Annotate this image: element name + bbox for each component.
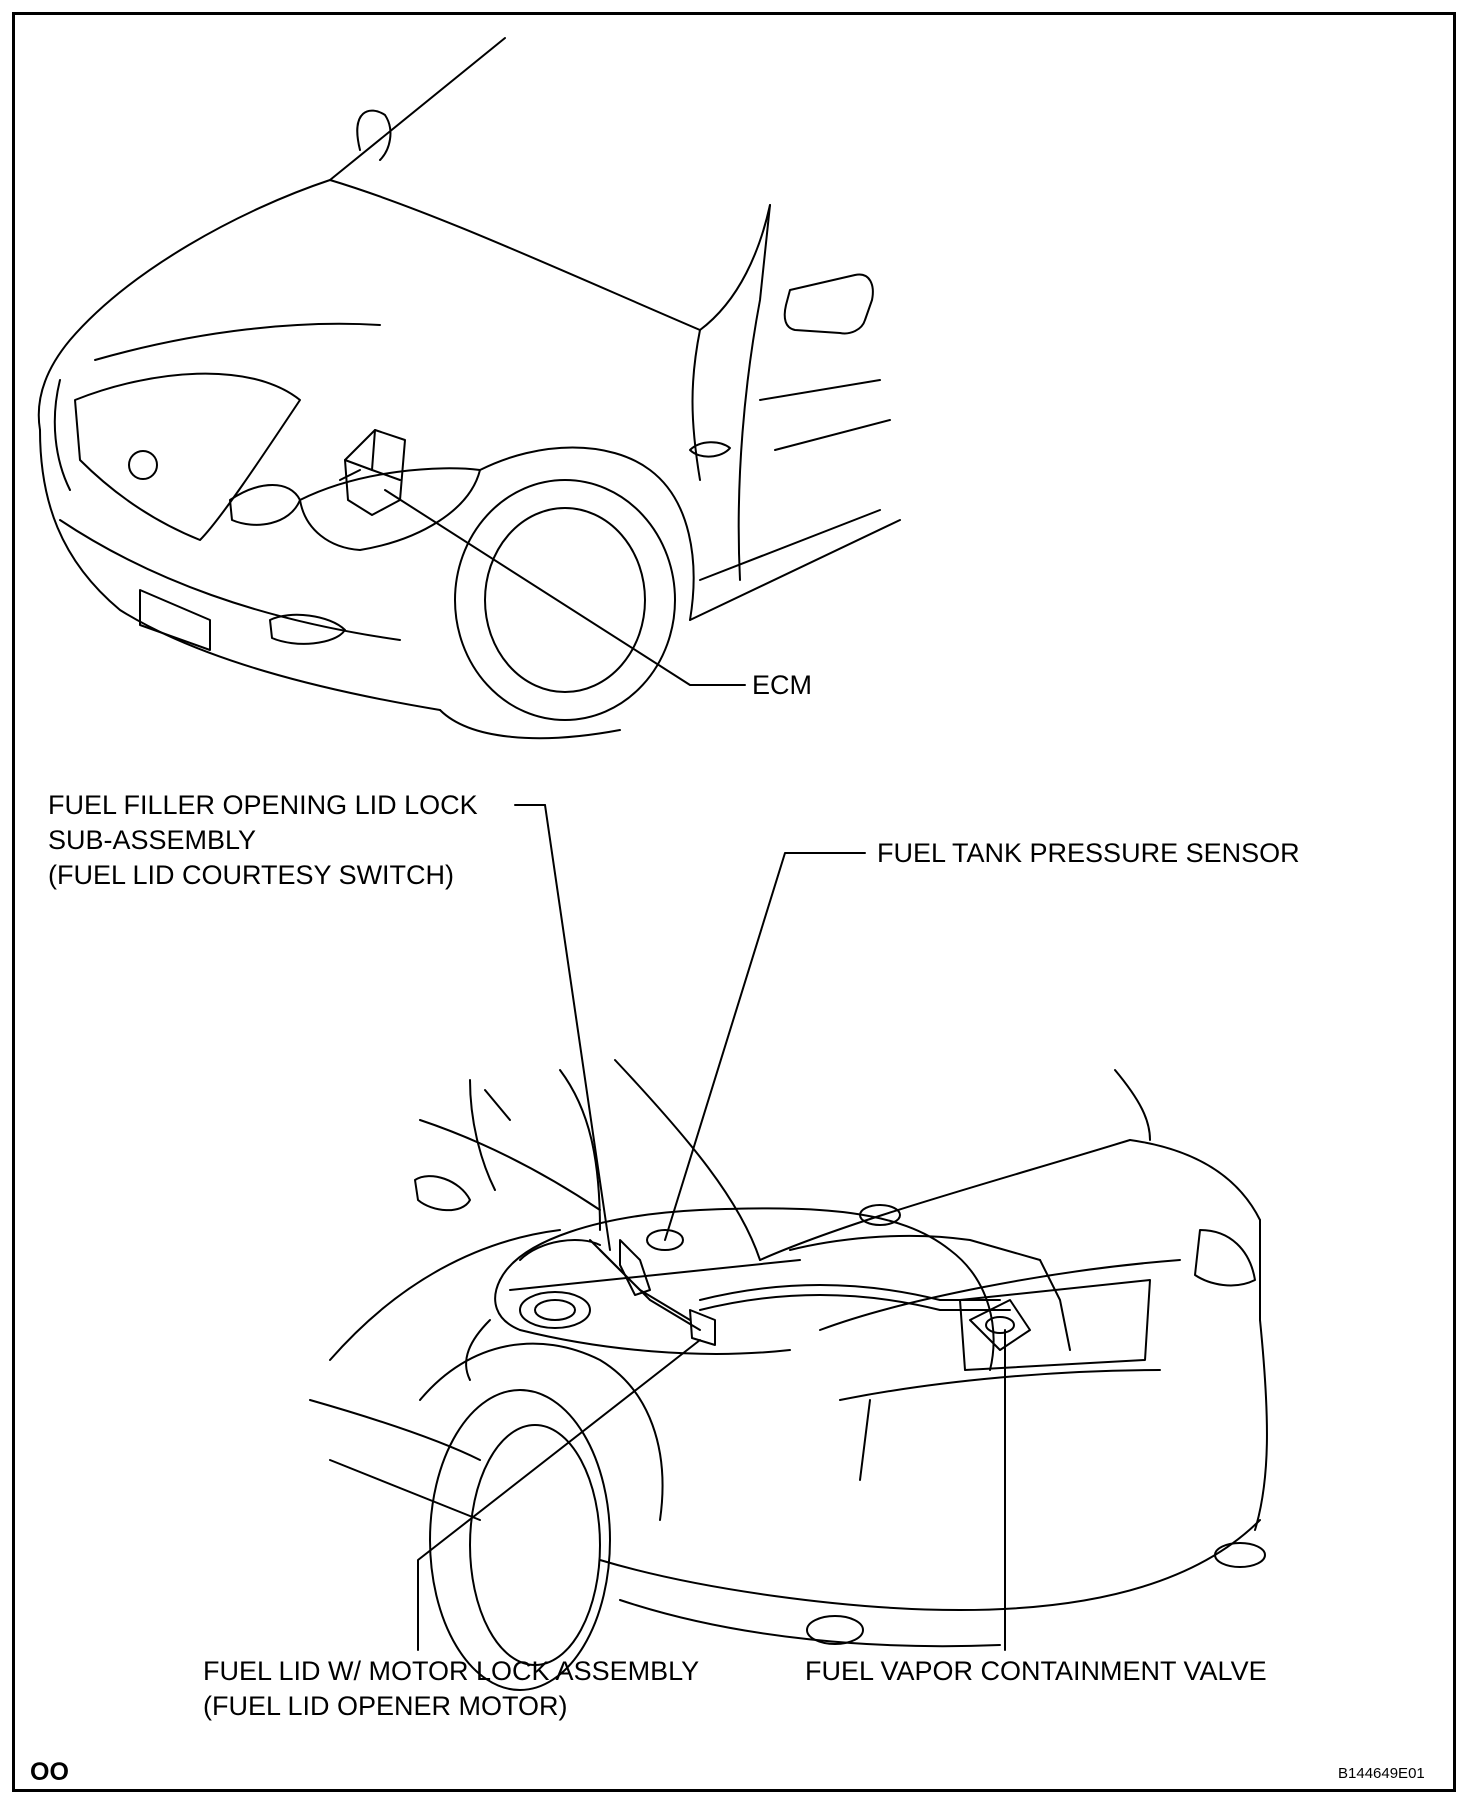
fuel-lid-motor-lock-line-1: FUEL LID W/ MOTOR LOCK ASSEMBLY <box>203 1656 700 1686</box>
page-mark: OO <box>30 1758 69 1786</box>
figure-code: B144649E01 <box>1338 1765 1425 1782</box>
fuel-filler-lid-lock-line-1: FUEL FILLER OPENING LID LOCK <box>48 790 478 820</box>
fuel-lid-motor-lock-line-2: (FUEL LID OPENER MOTOR) <box>203 1691 568 1721</box>
fuel-vapor-containment-valve-label: FUEL VAPOR CONTAINMENT VALVE <box>805 1656 1267 1686</box>
ecm-leader-line <box>384 489 746 686</box>
fuel-lid-motor-lock-label: FUEL LID W/ MOTOR LOCK ASSEMBLY (FUEL LI… <box>203 1654 699 1724</box>
fuel-filler-lid-lock-line-3: (FUEL LID COURTESY SWITCH) <box>48 860 455 890</box>
fuel-filler-lid-lock-line-2: SUB-ASSEMBLY <box>48 825 257 855</box>
fuel-lid-motor-lock-leader <box>417 1339 701 1651</box>
rear-car-drawing <box>309 1059 1268 1691</box>
fuel-tank-pressure-sensor-label: FUEL TANK PRESSURE SENSOR <box>877 838 1300 868</box>
front-car-drawing <box>37 37 901 740</box>
fuel-filler-lid-lock-leader-line <box>544 804 611 1251</box>
fuel-tank-pressure-sensor-leader <box>664 852 866 1241</box>
ecm-label: ECM <box>752 670 812 700</box>
figure-border <box>12 12 1456 1792</box>
fuel-filler-lid-lock-label: FUEL FILLER OPENING LID LOCK SUB-ASSEMBL… <box>48 788 478 893</box>
